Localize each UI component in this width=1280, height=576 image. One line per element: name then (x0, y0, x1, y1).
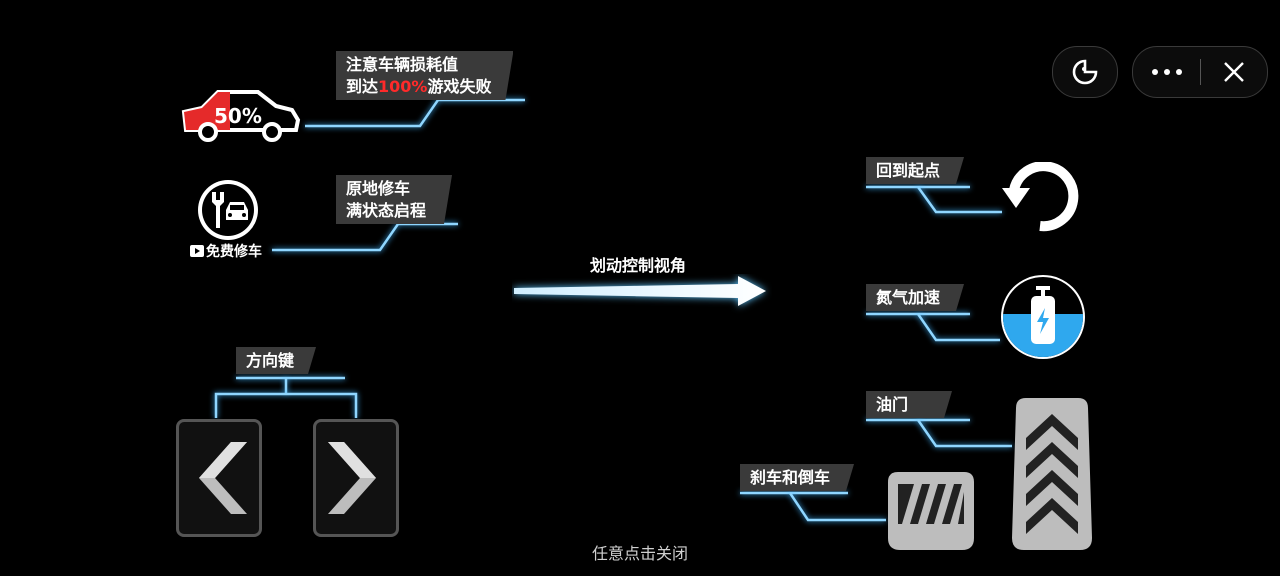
rotate-icon (1002, 161, 1079, 232)
game-icon (1072, 59, 1098, 85)
brake-label: 刹车和倒车 (740, 464, 854, 491)
free-repair-label[interactable]: 免费修车 (190, 241, 262, 261)
chevron-up-icon (1026, 414, 1078, 534)
swipe-arrow (514, 276, 766, 306)
repair-label: 原地修车 满状态启程 (336, 175, 452, 224)
more-icon (1151, 69, 1182, 75)
right-arrow-button[interactable] (313, 419, 399, 537)
throttle-pedal-button[interactable] (1012, 398, 1092, 550)
throttle-label: 油门 (866, 391, 952, 418)
capsule-divider (1199, 59, 1201, 85)
direction-key-label: 方向键 (236, 347, 316, 374)
damage-line2: 到达100%游戏失败 (346, 77, 492, 96)
damaged-car-icon: 50% (180, 86, 302, 148)
nitro-label: 氮气加速 (866, 284, 964, 311)
reset-button[interactable] (1000, 161, 1082, 236)
left-arrow-button[interactable] (176, 419, 262, 537)
more-options-button[interactable] (1134, 68, 1200, 76)
swipe-label: 划动控制视角 (590, 256, 687, 275)
damage-line1: 注意车辆损耗值 (346, 55, 459, 74)
tap-to-close-hint[interactable]: 任意点击关闭 (591, 544, 688, 563)
video-ad-icon (190, 245, 204, 257)
car-front-icon (226, 202, 248, 220)
damage-threshold: 100% (378, 77, 428, 96)
damage-warning-label: 注意车辆损耗值 到达100%游戏失败 (336, 51, 513, 100)
nitro-button[interactable] (998, 272, 1088, 362)
window-controls (1132, 46, 1268, 98)
chevron-left-icon (199, 442, 247, 514)
damage-percent: 50% (214, 104, 262, 128)
close-button[interactable] (1201, 61, 1267, 83)
stripes-icon (902, 484, 964, 524)
repair-button[interactable] (194, 178, 262, 246)
wrench-icon (212, 192, 224, 228)
game-center-button[interactable] (1052, 46, 1118, 98)
chevron-right-icon (328, 442, 376, 514)
close-icon (1223, 62, 1244, 82)
brake-pedal-button[interactable] (888, 472, 974, 550)
nitro-bottle-icon (1031, 286, 1055, 344)
reset-label: 回到起点 (866, 157, 964, 184)
